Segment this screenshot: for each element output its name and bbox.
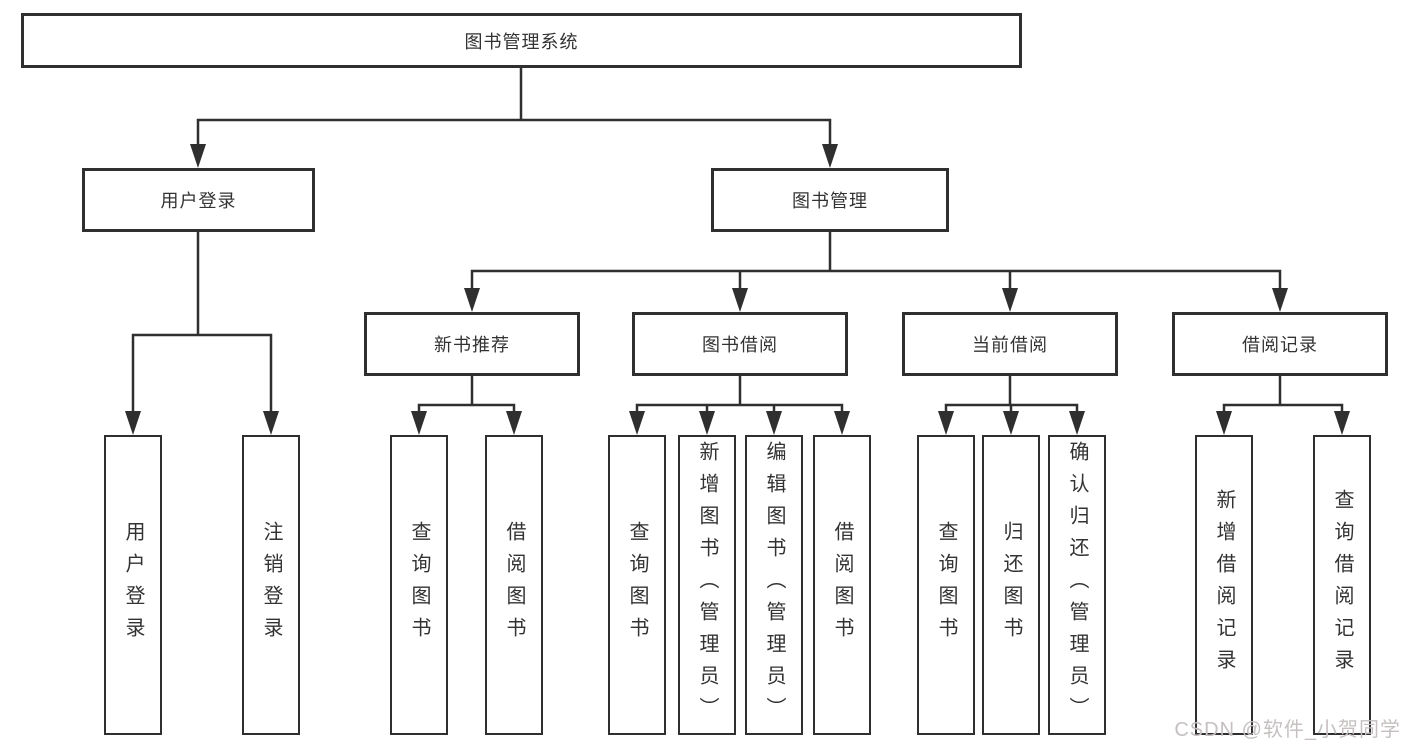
node-leaf-logout: 注销登录 — [242, 435, 300, 735]
node-new-book-recommendation: 新书推荐 — [364, 312, 580, 376]
node-leaf-borrow-books: 借阅图书 — [813, 435, 871, 735]
node-borrowing-records: 借阅记录 — [1172, 312, 1388, 376]
node-leaf-add-borrow-record: 新增借阅记录 — [1195, 435, 1253, 735]
node-book-management: 图书管理 — [711, 168, 949, 232]
node-library-management-system: 图书管理系统 — [21, 13, 1022, 68]
node-leaf-user-login: 用户登录 — [104, 435, 162, 735]
leaf-label: 借阅图书 — [503, 521, 525, 649]
node-leaf-confirm-return-admin: 确认归还（管理员） — [1048, 435, 1106, 735]
leaf-label: 编辑图书（管理员） — [763, 441, 785, 729]
node-current-borrowing: 当前借阅 — [902, 312, 1118, 376]
leaf-label: 新增图书（管理员） — [696, 441, 718, 729]
leaf-label: 用户登录 — [122, 521, 144, 649]
leaf-label: 查询图书 — [626, 521, 648, 649]
node-leaf-query-books-borrow: 查询图书 — [608, 435, 666, 735]
node-leaf-borrow-books-recommend: 借阅图书 — [485, 435, 543, 735]
leaf-label: 查询借阅记录 — [1331, 489, 1353, 681]
node-leaf-query-borrow-record: 查询借阅记录 — [1313, 435, 1371, 735]
leaf-label: 查询图书 — [935, 521, 957, 649]
node-leaf-return-books: 归还图书 — [982, 435, 1040, 735]
leaf-label: 借阅图书 — [831, 521, 853, 649]
leaf-label: 注销登录 — [260, 521, 282, 649]
node-leaf-add-books-admin: 新增图书（管理员） — [678, 435, 736, 735]
node-leaf-query-books-recommend: 查询图书 — [390, 435, 448, 735]
leaf-label: 归还图书 — [1000, 521, 1022, 649]
node-user-login: 用户登录 — [82, 168, 315, 232]
leaf-label: 查询图书 — [408, 521, 430, 649]
node-book-borrowing: 图书借阅 — [632, 312, 848, 376]
node-leaf-edit-books-admin: 编辑图书（管理员） — [745, 435, 803, 735]
node-leaf-query-books-current: 查询图书 — [917, 435, 975, 735]
leaf-label: 确认归还（管理员） — [1066, 441, 1088, 729]
leaf-label: 新增借阅记录 — [1213, 489, 1235, 681]
